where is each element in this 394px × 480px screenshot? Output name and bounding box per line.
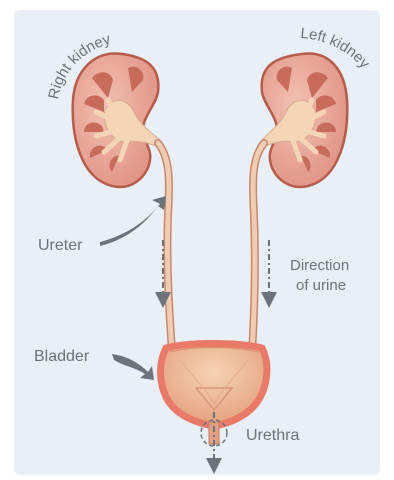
urethra-label: Urethra bbox=[246, 427, 299, 444]
bladder-label: Bladder bbox=[34, 348, 90, 365]
direction-label-line2: of urine bbox=[296, 277, 346, 294]
ureter-label: Ureter bbox=[38, 237, 83, 254]
direction-label-line1: Direction bbox=[290, 257, 349, 274]
left-kidney bbox=[262, 53, 348, 186]
